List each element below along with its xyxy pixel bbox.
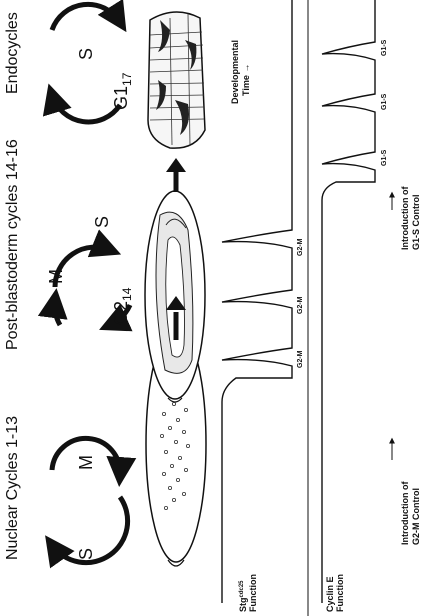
stg-label: Stgcdc25 — [238, 580, 248, 612]
g1s-introduction-annotation: Introduction of G1-S Control — [389, 186, 421, 251]
nuclear-phase-m: M — [76, 455, 96, 470]
g1s-intro-line1: Introduction of — [400, 186, 410, 250]
stg-function-curve — [221, 0, 293, 603]
stg-label-superscript: cdc25 — [239, 580, 245, 598]
germband-embryo-illustration — [144, 190, 206, 403]
nuclear-cycle-diagram: S M — [45, 435, 137, 569]
stg-peak-label-1: G2-M — [297, 350, 304, 368]
g1s-intro-line2: G1-S Control — [411, 195, 421, 251]
transition-arrow-2 — [166, 158, 186, 192]
post-phase-m: M — [46, 269, 66, 284]
stg-trace: Stgcdc25 Function G2-M G2-M G2-M — [221, 0, 304, 612]
nuclear-phase-s: S — [76, 548, 96, 560]
germband-embryo-micropyle — [167, 397, 183, 403]
transition-arrow-1 — [166, 296, 186, 340]
post-cycle-arc-2 — [99, 303, 133, 332]
germband-fold-inner — [165, 236, 185, 358]
developmental-time-annotation: Developmental Time → — [230, 40, 251, 104]
cyclin-e-function-curve — [321, 0, 376, 603]
stg-peak-label-2: G2-M — [297, 296, 304, 314]
dev-time-line2: Time → — [241, 64, 251, 96]
stg-label-line2: Function — [248, 574, 258, 612]
stg-peak-label-3: G2-M — [297, 238, 304, 256]
post-phase-s: S — [92, 216, 112, 228]
cyce-peak-label-2: G1-S — [381, 93, 388, 110]
post-cycle-arc-3 — [37, 288, 68, 327]
early-embryo-micropyle — [167, 559, 185, 567]
cyclin-e-label-line2: Function — [335, 574, 345, 612]
post-phase-g2: G214 — [111, 287, 134, 325]
late-embryo-organs — [156, 20, 197, 135]
endo-phase-g1-subscript: 17 — [120, 72, 134, 86]
endo-phase-s: S — [76, 48, 96, 60]
endocycle-diagram: S G117 — [42, 0, 134, 125]
cyclin-e-label: Cyclin E — [325, 576, 335, 612]
nuclear-cycle-arc-top — [49, 435, 137, 487]
post-blastoderm-cycle-diagram: M S G214 — [37, 216, 134, 332]
cyce-peak-label-1: G1-S — [381, 149, 388, 166]
dev-time-line1: Developmental — [230, 40, 240, 104]
late-embryo-illustration — [147, 11, 206, 149]
cyce-peak-label-3: G1-S — [381, 39, 388, 56]
post-cycle-arc-1 — [52, 229, 122, 288]
endo-cycle-arc-top — [49, 0, 127, 33]
g2m-introduction-annotation: Introduction of G2-M Control — [389, 437, 421, 545]
nuclear-cycles-title: Nuclear Cycles 1-13 — [4, 416, 21, 560]
germband-fold-curl — [165, 218, 187, 229]
post-blastoderm-title: Post-blastoderm cycles 14-16 — [4, 139, 21, 350]
endocycles-title: Endocycles — [4, 12, 21, 94]
cyclin-e-trace: Cyclin E Function G1-S G1-S G1-S — [307, 0, 388, 616]
nuclear-cycle-arc-bottom — [45, 495, 131, 569]
g2m-intro-line1: Introduction of — [400, 481, 410, 545]
late-embryo-segments — [149, 13, 205, 147]
g2m-intro-line2: G2-M Control — [411, 488, 421, 545]
endo-cycle-arc-bottom — [42, 83, 123, 125]
post-phase-g2-subscript: 14 — [120, 287, 134, 301]
endo-phase-g1: G117 — [111, 72, 134, 110]
